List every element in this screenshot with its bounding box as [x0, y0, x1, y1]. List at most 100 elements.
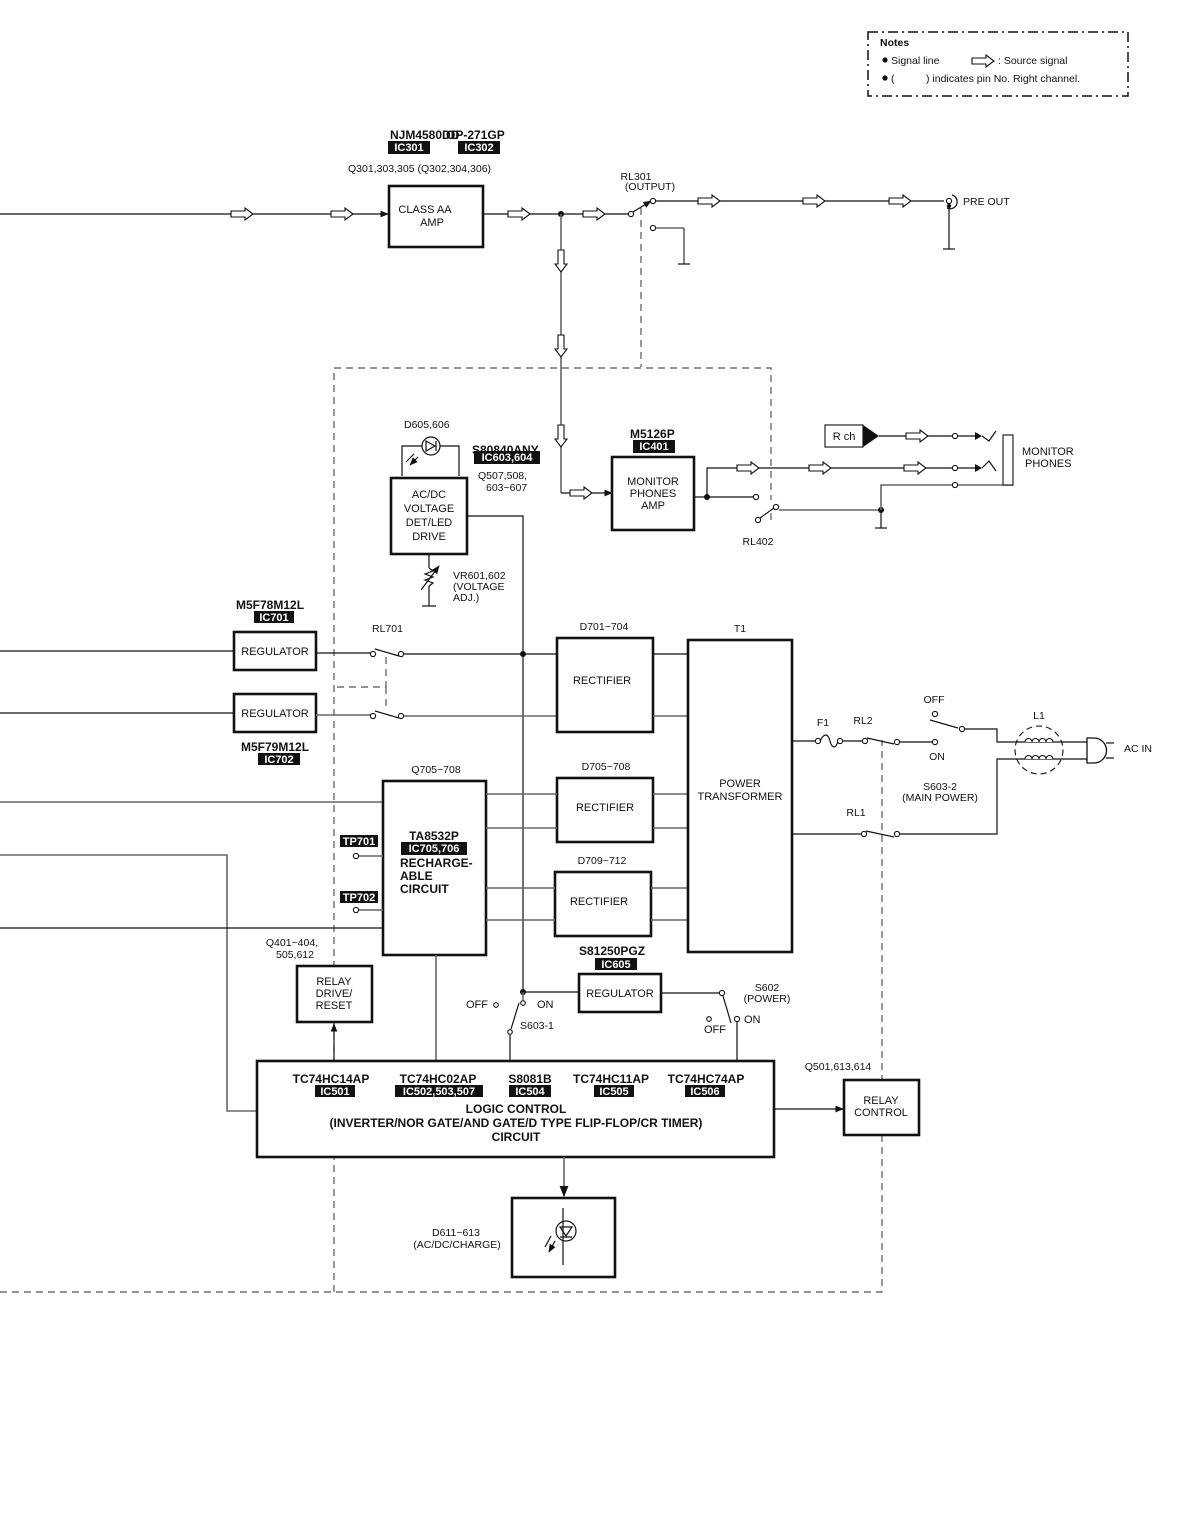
power-transformer: T1 POWER TRANSFORMER [686, 623, 794, 954]
fuse-icon [819, 734, 839, 748]
regulator-ic701: M5F78M12L IC701 REGULATOR [232, 598, 318, 672]
regulator-ic605: S81250PGZ IC605 REGULATOR [577, 944, 663, 1014]
block-label: PHONES [630, 488, 676, 500]
pin-note-paren: ( [891, 73, 895, 85]
relay-name: RL701 [372, 623, 403, 635]
off-label: OFF [466, 999, 488, 1011]
source-signal-arrow-icon [888, 194, 912, 208]
ic-tag: IC401 [639, 441, 668, 453]
block-label: ABLE [400, 869, 433, 883]
transistor-label: Q401~404, [266, 937, 318, 949]
part-number: S8081B [508, 1072, 552, 1086]
ac-plug-icon [1086, 737, 1108, 764]
rl701-relay: RL701 [334, 623, 405, 720]
switch-name: S602 [755, 982, 780, 994]
block-label: AC/DC [412, 489, 446, 501]
on-label: ON [744, 1014, 761, 1026]
s603-1-switch: OFF ON S603-1 [466, 992, 554, 1061]
off-label: OFF [704, 1024, 726, 1036]
block-label: CIRCUIT [492, 1130, 541, 1144]
transformer-ref: T1 [734, 623, 746, 635]
monitor-phones-jack: R ch MONITOR PHONES [824, 424, 1074, 489]
ic-tag: IC705,706 [409, 843, 460, 855]
block-label: RELAY [316, 976, 352, 988]
part-number: M5126P [630, 427, 675, 441]
rechargeable-circuit-block: Q705~708 TA8532P IC705,706 RECHARGE- ABL… [381, 764, 488, 957]
block-label: LOGIC CONTROL [466, 1102, 567, 1116]
on-label: ON [537, 999, 554, 1011]
logic-control-block: TC74HC14AP IC501 TC74HC02AP IC502,503,50… [255, 1059, 776, 1159]
switch-desc: (MAIN POWER) [902, 792, 978, 804]
ic-tag: IC605 [601, 959, 630, 971]
block-label: RESET [316, 1000, 353, 1012]
rectifier-d709-712: D709~712 RECTIFIER [553, 855, 653, 938]
diode-label: D705~708 [582, 761, 631, 773]
block-label: RELAY [863, 1095, 899, 1107]
regulator-ic702: REGULATOR M5F79M12L IC702 [232, 692, 318, 766]
rl402-relay [754, 516, 762, 524]
block-label: CONTROL [854, 1107, 908, 1119]
block-label: CLASS AA [398, 204, 452, 216]
source-signal-arrow-icon [971, 54, 995, 68]
block-label: AMP [420, 217, 444, 229]
block-label: REGULATOR [241, 708, 308, 720]
test-point-tp702[interactable]: TP702 [340, 891, 383, 914]
notes-title: Notes [880, 37, 909, 49]
transistor-label: 505,612 [276, 949, 314, 961]
block-label: REGULATOR [241, 646, 308, 658]
source-signal-note: : Source signal [998, 55, 1067, 67]
source-signal-arrow-icon [736, 461, 760, 475]
relay-name: RL301 [621, 171, 652, 183]
ac-in-label: AC IN [1124, 743, 1152, 755]
part-number: TC74HC11AP [573, 1072, 649, 1086]
ic-tag: IC502,503,507 [403, 1086, 475, 1098]
test-point-tp701[interactable]: TP701 [340, 835, 383, 860]
rectifier-d705-708: D705~708 RECTIFIER [555, 761, 655, 844]
block-label: CIRCUIT [400, 882, 449, 896]
bullet-icon [882, 57, 888, 63]
fuse-label: F1 [817, 717, 829, 729]
source-signal-arrow-icon [905, 429, 929, 443]
bullet-icon [882, 75, 888, 81]
relay-drive-reset-block: Q401~404, 505,612 RELAY DRIVE/ RESET [266, 937, 374, 1024]
relay-name: RL1 [846, 807, 865, 819]
pin-note: ) indicates pin No. Right channel. [926, 73, 1080, 85]
part-number: TC74HC74AP [668, 1072, 745, 1086]
relay-name: RL2 [853, 715, 872, 727]
transistor-label: Q301,303,305 (Q302,304,306) [348, 163, 491, 175]
source-signal-arrow-icon [554, 249, 568, 273]
choke-icon [1014, 725, 1064, 775]
diode-label: D701~704 [580, 621, 629, 633]
block-label: (INVERTER/NOR GATE/AND GATE/D TYPE FLIP-… [330, 1116, 703, 1130]
block-label: POWER [719, 778, 761, 790]
ic-tag: IC506 [690, 1086, 719, 1098]
transistor-label: Q507,508, [478, 470, 527, 482]
block-label: DRIVE [412, 531, 446, 543]
relay-desc: (OUTPUT) [625, 181, 675, 193]
switch-desc: (POWER) [744, 993, 791, 1005]
pre-out-jack: PRE OUT [943, 194, 1010, 250]
power-section-boundary [333, 367, 772, 1292]
part-number: TC74HC14AP [293, 1072, 370, 1086]
monitor-phones-amp-block: M5126P IC401 MONITOR PHONES AMP RL402 [610, 427, 774, 548]
block-label: DET/LED [406, 517, 453, 529]
relay-name: RL402 [743, 536, 774, 548]
block-label: RECTIFIER [570, 896, 628, 908]
ic-tag: IC701 [259, 612, 288, 624]
led-driver-block: D605,606 S80840ANY IC603,604 Q507,508, 6… [389, 419, 540, 607]
diode-desc: (AC/DC/CHARGE) [413, 1239, 501, 1251]
test-point-label: TP702 [343, 892, 375, 904]
diode-label: D611~613 [432, 1227, 480, 1239]
diode-label: D605,606 [404, 419, 450, 431]
ic-tag: IC504 [515, 1086, 545, 1098]
monitor-phones-label: PHONES [1025, 458, 1071, 470]
source-signal-arrow-icon [507, 207, 531, 221]
switch-name: S603-1 [520, 1020, 554, 1032]
signal-line-note: Signal line [891, 55, 940, 67]
part-number: TA8532P [409, 829, 459, 843]
transistor-label: 603~607 [486, 482, 527, 494]
indicator-led-block: D611~613 (AC/DC/CHARGE) [413, 1196, 617, 1279]
pre-out-label: PRE OUT [963, 196, 1010, 208]
source-signal-arrow-icon [697, 194, 721, 208]
